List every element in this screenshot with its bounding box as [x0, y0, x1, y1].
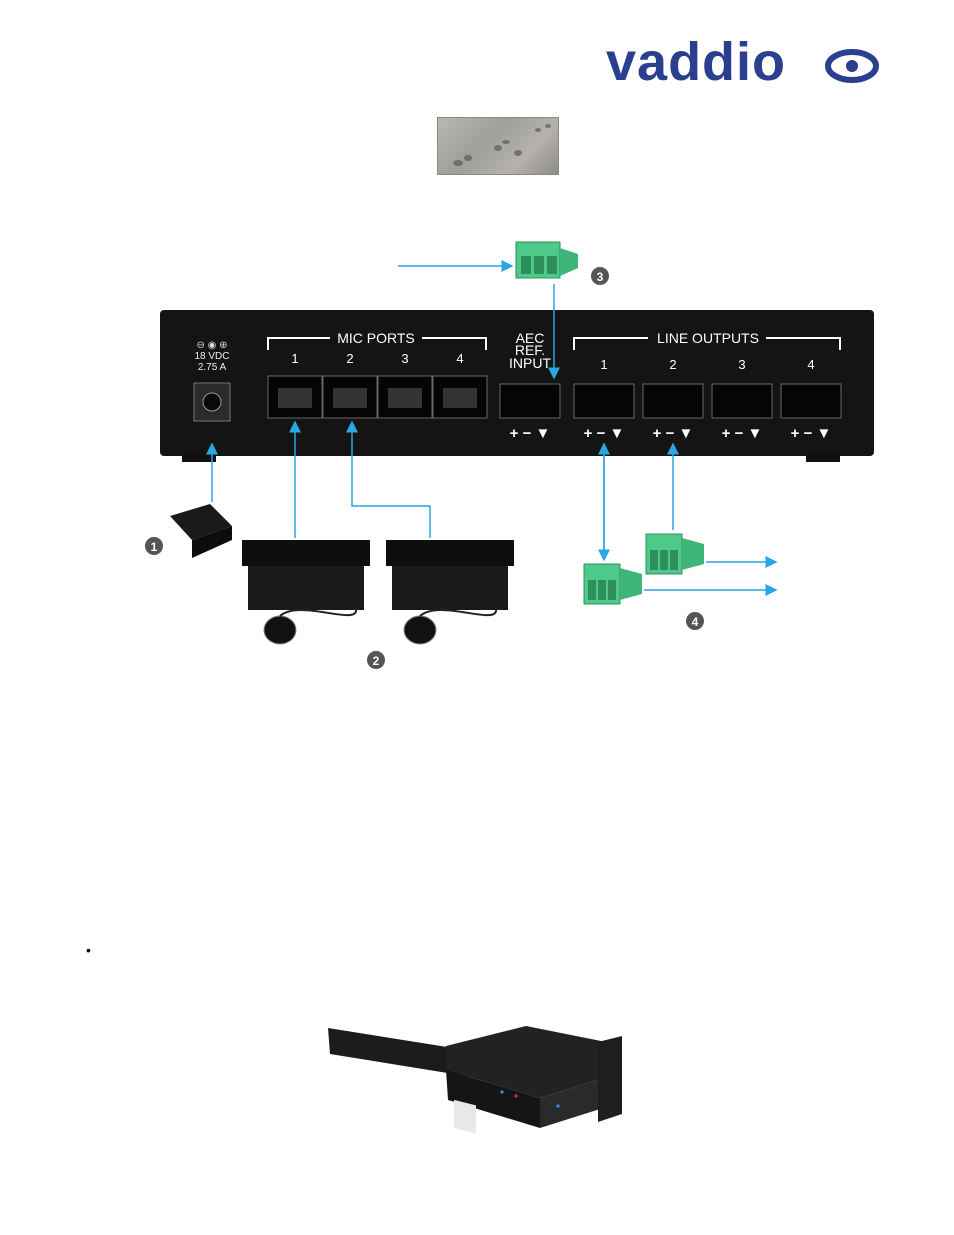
rack-ear-right	[598, 1036, 622, 1122]
svg-text:2: 2	[373, 654, 380, 668]
aec-label-line1: AEC	[516, 330, 545, 346]
polarity-label: + − ▼	[653, 425, 694, 442]
aec-label-line3: INPUT	[509, 355, 551, 371]
output-green-connector-1	[583, 563, 642, 605]
line-outputs-title: LINE OUTPUTS	[657, 330, 759, 346]
aec-label-line2: REF.	[515, 342, 545, 358]
line-output-number: 1	[600, 357, 607, 372]
output-green-connector-2	[645, 533, 704, 575]
mic-port-number: 1	[291, 351, 298, 366]
svg-text:⊖ ◉ ⊕: ⊖ ◉ ⊕	[196, 340, 227, 351]
polarity-label: + − ▼	[791, 425, 832, 442]
aec-input-terminal	[499, 383, 561, 419]
callout-3	[591, 267, 609, 285]
aec-green-connector	[515, 241, 578, 279]
power-label-voltage: 18 VDC	[194, 351, 229, 362]
polarity-label: + − ▼	[510, 425, 551, 442]
mic-port-number: 2	[346, 351, 353, 366]
vaddio-logo: vaddio	[606, 38, 879, 90]
power-label-current: 2.75 A	[198, 362, 227, 373]
mic-port-number: 4	[456, 351, 463, 366]
callout-1	[145, 537, 163, 555]
mic-port-number: 3	[401, 351, 408, 366]
callout-4	[686, 612, 704, 630]
svg-text:4: 4	[692, 615, 699, 629]
logo-eye-icon	[825, 49, 879, 83]
microphone-box-2	[386, 540, 514, 645]
device-rear-panel	[160, 310, 874, 456]
power-supply	[170, 504, 232, 558]
polarity-label: + − ▼	[584, 425, 625, 442]
line-output-number: 4	[807, 357, 814, 372]
logo-text: vaddio	[606, 38, 786, 90]
svg-text:1: 1	[151, 540, 158, 554]
bullet-point: •	[86, 942, 91, 958]
callout-2	[367, 651, 385, 669]
power-jack: ⊖ ◉ ⊕ 18 VDC 2.75 A	[193, 340, 231, 422]
line-output-terminals	[573, 383, 842, 419]
connection-diagram: ⊖ ◉ ⊕ 18 VDC 2.75 A MIC PORTS 1 2 3 4 AE…	[145, 241, 874, 669]
polarity-label: + − ▼	[722, 425, 763, 442]
line-output-number: 3	[738, 357, 745, 372]
svg-text:3: 3	[597, 270, 604, 284]
line-output-number: 2	[669, 357, 676, 372]
microphone-box-1	[242, 540, 370, 645]
rack-ear-left	[328, 1028, 466, 1076]
mic-ports-title: MIC PORTS	[337, 330, 415, 346]
rack-mount-photo	[328, 1026, 622, 1133]
floor-photo	[437, 117, 559, 175]
